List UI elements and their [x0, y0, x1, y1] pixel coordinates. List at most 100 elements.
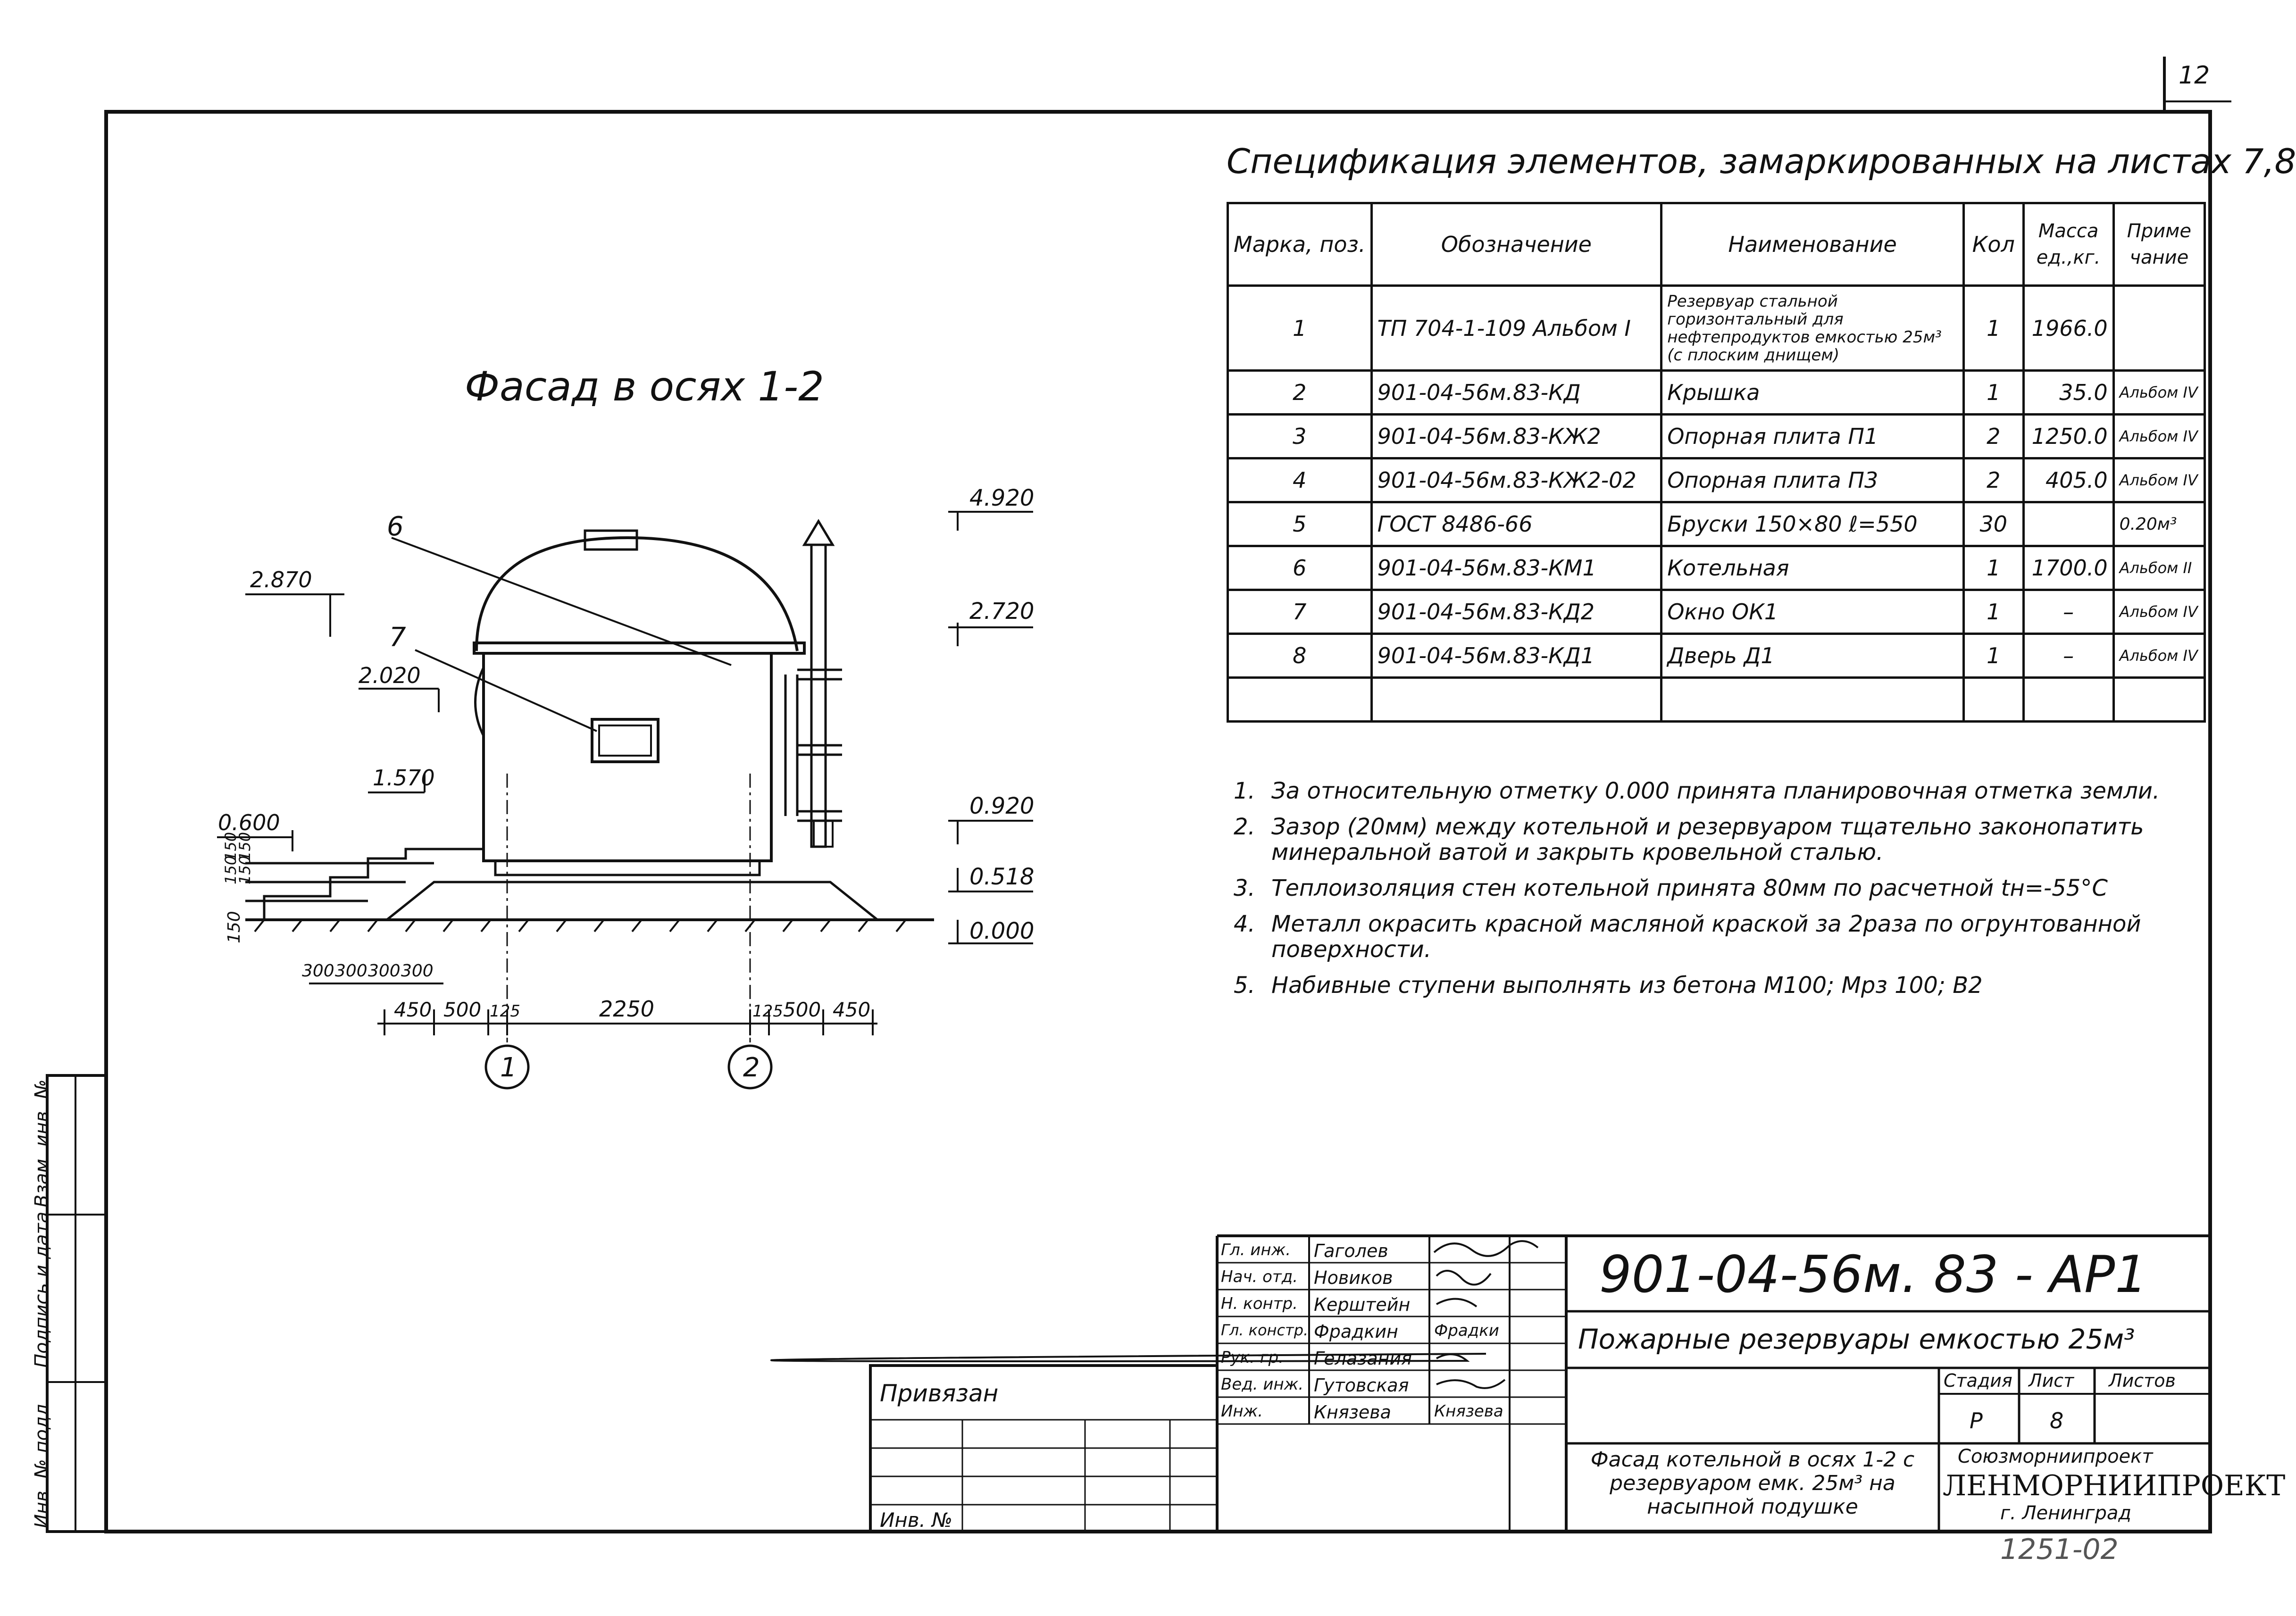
steps — [263, 848, 484, 920]
spec-cell-code: ТП 704-1-109 Альбом I — [1370, 284, 1663, 372]
privyazan-label: Привязан — [880, 1380, 999, 1407]
svg-text:300: 300 — [401, 961, 434, 981]
svg-text:0.518: 0.518 — [969, 864, 1034, 890]
axis-marker-1 — [484, 1044, 530, 1090]
list-item: 3.Теплоизоляция стен котельной принята 8… — [1234, 875, 2108, 901]
inv-number-label: Инв. № — [880, 1508, 953, 1532]
spec-cell-note: Альбом IV — [2112, 413, 2206, 459]
signature-6: Князева — [1434, 1402, 1503, 1421]
spec-header-row: Марка, поз. Обозначение Наименование Кол… — [1227, 202, 2206, 287]
spec-cell-mass: 35.0 — [2022, 369, 2115, 416]
sheets-label: Листов — [2109, 1370, 2176, 1391]
spec-cell-pos: 3 — [1227, 413, 1373, 459]
spec-cell-name: Резервуар стальной горизонтальный для не… — [1660, 284, 1965, 372]
spec-cell-code: ГОСТ 8486-66 — [1370, 501, 1663, 547]
svg-text:125: 125 — [752, 1002, 783, 1021]
svg-text:2.720: 2.720 — [969, 598, 1034, 625]
svg-text:300: 300 — [368, 961, 401, 981]
org-main: ЛЕНМОРНИИПРОЕКТ — [1943, 1469, 2286, 1502]
spec-cell-note: Альбом IV — [2112, 633, 2206, 679]
spec-cell-qty: 1 — [1962, 369, 2025, 416]
table-row: 7 901-04-56м.83-КД2 Окно ОК1 1 – Альбом … — [1227, 589, 2206, 635]
org-city: г. Ленинград — [2000, 1502, 2132, 1524]
svg-text:500: 500 — [783, 998, 821, 1021]
spec-cell-code: 901-04-56м.83-КЖ2-02 — [1370, 457, 1663, 503]
title-block-role: Гл. инж. — [1221, 1241, 1291, 1259]
spec-cell-name: Дверь Д1 — [1660, 633, 1965, 679]
title-block-role: Н. контр. — [1221, 1294, 1298, 1313]
svg-text:1: 1 — [500, 1052, 517, 1083]
list-item: 1.За относительную отметку 0.000 принята… — [1234, 778, 2160, 804]
svg-text:0.920: 0.920 — [969, 793, 1034, 819]
spec-cell-qty: 30 — [1962, 501, 2025, 547]
spec-cell-name: Бруски 150×80 ℓ=550 — [1660, 501, 1965, 547]
spec-cell-note: 0.20м³ — [2112, 501, 2206, 547]
svg-text:125: 125 — [490, 1002, 520, 1021]
title-block-name: Князева — [1314, 1402, 1391, 1423]
title-block-name: Гелазания — [1314, 1348, 1412, 1369]
svg-text:300: 300 — [335, 961, 367, 981]
title-block-name: Керштейн — [1314, 1294, 1411, 1315]
svg-text:2250: 2250 — [599, 996, 654, 1022]
svg-text:2: 2 — [743, 1052, 760, 1083]
spec-header-mass: Масса ед.,кг. — [2022, 202, 2115, 287]
spec-cell-qty: 2 — [1962, 413, 2025, 459]
spec-cell-pos: 5 — [1227, 501, 1373, 547]
spec-cell-mass: 1250.0 — [2022, 413, 2115, 459]
spec-cell-name: Окно ОК1 — [1660, 589, 1965, 635]
sheet-value: 8 — [2050, 1408, 2064, 1433]
svg-text:4.920: 4.920 — [969, 485, 1034, 511]
spec-header-name: Наименование — [1660, 202, 1965, 287]
spec-cell-note — [2112, 284, 2206, 372]
title-block-role: Инж. — [1221, 1402, 1263, 1421]
table-row: 8 901-04-56м.83-КД1 Дверь Д1 1 – Альбом … — [1227, 633, 2206, 679]
title-block-role: Рук. гр. — [1221, 1348, 1284, 1367]
spec-cell-qty: 1 — [1962, 545, 2025, 591]
spec-cell-mass: 405.0 — [2022, 457, 2115, 503]
svg-text:450: 450 — [833, 998, 870, 1021]
spec-cell-qty: 1 — [1962, 284, 2025, 372]
spec-cell-qty: 2 — [1962, 457, 2025, 503]
sheet-label: Лист — [2029, 1370, 2074, 1391]
spec-header-code: Обозначение — [1370, 202, 1663, 287]
table-row: 4 901-04-56м.83-КЖ2-02 Опорная плита П3 … — [1227, 457, 2206, 503]
spec-cell-pos: 6 — [1227, 545, 1373, 591]
svg-text:450: 450 — [394, 998, 432, 1021]
spec-cell-code: 901-04-56м.83-КД — [1370, 369, 1663, 416]
spec-cell-pos: 4 — [1227, 457, 1373, 503]
spec-header-note: Приме чание — [2112, 202, 2206, 287]
bottom-number: 1251-02 — [2000, 1533, 2119, 1566]
spec-header-qty: Кол — [1962, 202, 2025, 287]
spec-cell-note: Альбом II — [2112, 545, 2206, 591]
spec-cell-mass: 1700.0 — [2022, 545, 2115, 591]
stage-value: Р — [1970, 1408, 1983, 1433]
spec-cell-mass — [2022, 501, 2115, 547]
spec-cell-mass: 1966.0 — [2022, 284, 2115, 372]
spec-header-pos: Марка, поз. — [1227, 202, 1373, 287]
svg-text:150: 150 — [222, 832, 240, 861]
stage-label: Стадия — [1944, 1370, 2012, 1391]
list-item: 2.Зазор (20мм) между котельной и резерву… — [1234, 814, 2144, 866]
document-code: 901-04-56м. 83 - АР1 — [1599, 1245, 2147, 1304]
spec-cell-name: Крышка — [1660, 369, 1965, 416]
signature-3: Фрадки — [1434, 1321, 1499, 1340]
title-block-name: Новиков — [1314, 1267, 1393, 1288]
spec-cell-code: 901-04-56м.83-КЖ2 — [1370, 413, 1663, 459]
svg-text:7: 7 — [389, 622, 406, 653]
title-block-name: Гаголев — [1314, 1241, 1388, 1261]
svg-text:2.020: 2.020 — [359, 663, 421, 688]
spec-cell-note: Альбом IV — [2112, 457, 2206, 503]
project-title: Пожарные резервуары емкостью 25м³ — [1578, 1323, 2135, 1355]
spec-cell-qty: 1 — [1962, 633, 2025, 679]
embankment — [386, 881, 878, 921]
sheet-corner-number: 12 — [2179, 61, 2210, 90]
spec-cell-pos: 8 — [1227, 633, 1373, 679]
spec-cell-code: 901-04-56м.83-КД1 — [1370, 633, 1663, 679]
window-ok1 — [591, 718, 660, 763]
spec-cell-pos: 2 — [1227, 369, 1373, 416]
spec-cell-code: 901-04-56м.83-КД2 — [1370, 589, 1663, 635]
tank-hatch — [584, 529, 638, 551]
